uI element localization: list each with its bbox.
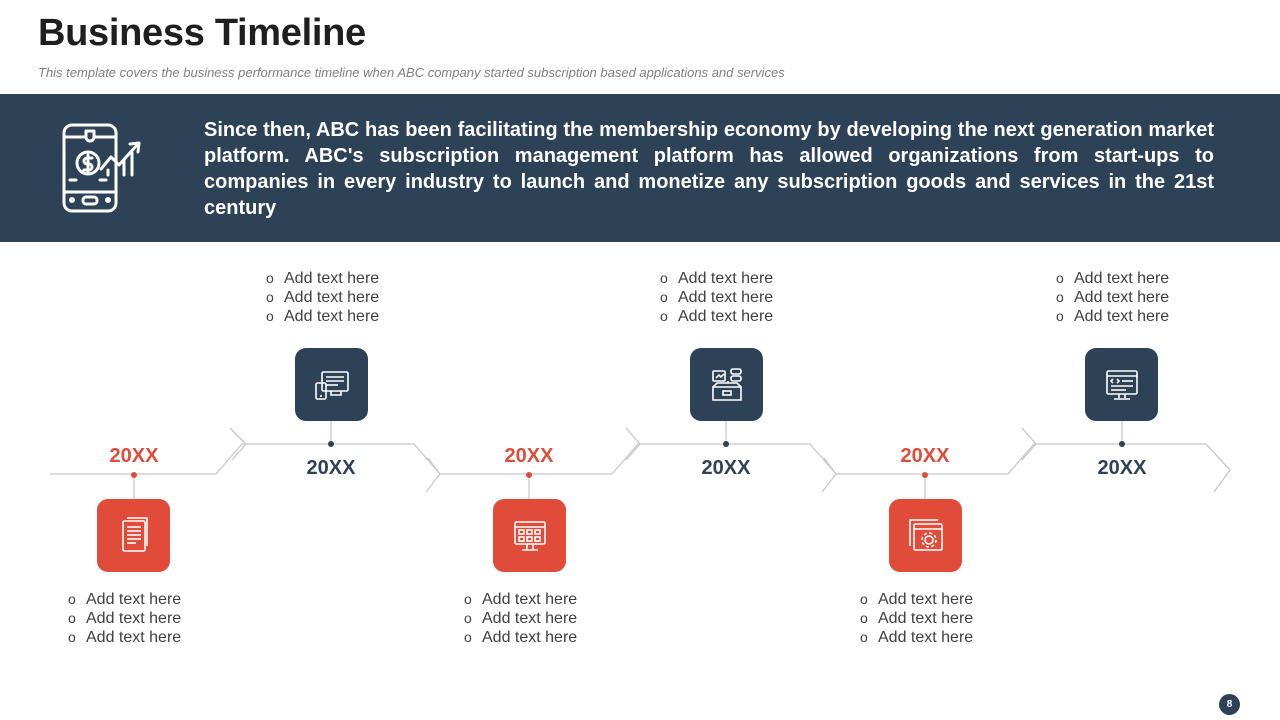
list-item: Add text here — [1056, 307, 1169, 326]
milestone-4-year: 20XX — [701, 457, 751, 479]
milestone-6-bullets: Add text here Add text here Add text her… — [1056, 269, 1169, 326]
milestone-2-bullets: Add text here Add text here Add text her… — [266, 269, 379, 326]
list-item: Add text here — [68, 628, 181, 647]
list-item: Add text here — [464, 590, 577, 609]
milestone-6-tile — [1085, 348, 1158, 421]
list-item: Add text here — [68, 590, 181, 609]
list-item: Add text here — [660, 307, 773, 326]
list-item: Add text here — [1056, 288, 1169, 307]
list-item: Add text here — [1056, 269, 1169, 288]
milestone-5-bullets: Add text here Add text here Add text her… — [860, 590, 973, 647]
page-number: 8 — [1219, 694, 1240, 715]
milestone-5-tile — [889, 499, 962, 572]
list-item: Add text here — [464, 628, 577, 647]
milestone-3-bullets: Add text here Add text here Add text her… — [464, 590, 577, 647]
list-item: Add text here — [860, 590, 973, 609]
milestone-1-tile — [97, 499, 170, 572]
milestone-1-year: 20XX — [109, 445, 159, 467]
analytics-box-icon — [711, 367, 742, 401]
list-item: Add text here — [266, 307, 379, 326]
milestone-3-year: 20XX — [504, 445, 554, 467]
list-item: Add text here — [860, 628, 973, 647]
milestone-6-year: 20XX — [1097, 457, 1147, 479]
page-subtitle: This template covers the business perfor… — [38, 65, 785, 80]
mobile-finance-growth-icon — [62, 123, 141, 213]
document-icon — [121, 516, 148, 552]
list-item: Add text here — [660, 288, 773, 307]
banner-text: Since then, ABC has been facilitating th… — [204, 119, 1214, 219]
milestone-3-tile — [493, 499, 566, 572]
code-monitor-icon — [1105, 369, 1138, 400]
milestone-4-tile — [690, 348, 763, 421]
list-item: Add text here — [68, 609, 181, 628]
list-item: Add text here — [660, 269, 773, 288]
milestone-1-bullets: Add text here Add text here Add text her… — [68, 590, 181, 647]
milestone-5-year: 20XX — [900, 445, 950, 467]
list-item: Add text here — [464, 609, 577, 628]
milestone-2-tile — [295, 348, 368, 421]
milestone-4-bullets: Add text here Add text here Add text her… — [660, 269, 773, 326]
list-item: Add text here — [266, 269, 379, 288]
intro-banner: Since then, ABC has been facilitating th… — [0, 94, 1280, 242]
page-title: Business Timeline — [38, 12, 366, 54]
devices-icon — [314, 370, 349, 400]
monitor-dashboard-icon — [513, 520, 546, 551]
list-item: Add text here — [860, 609, 973, 628]
settings-window-icon — [908, 518, 943, 551]
list-item: Add text here — [266, 288, 379, 307]
milestone-2-year: 20XX — [306, 457, 356, 479]
